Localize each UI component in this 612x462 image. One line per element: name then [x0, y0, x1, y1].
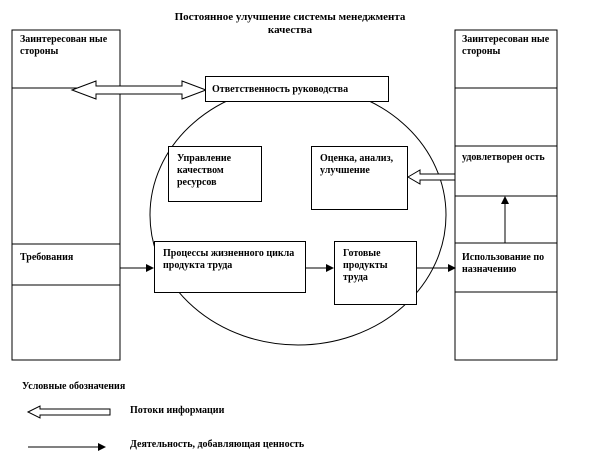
requirements-label: Требования	[20, 252, 74, 263]
improvement-circle	[149, 84, 447, 346]
diagram-title-line2: качества	[267, 24, 313, 36]
info-flow-arrow-satisfaction	[407, 169, 456, 185]
left-stakeholders-column	[11, 29, 121, 361]
processes-box: Процессы жизненного цикла продукта труда	[154, 241, 306, 293]
legend-info-flows-label: Потоки информации	[130, 405, 225, 416]
products-box: Готовые продукты труда	[334, 241, 417, 305]
diagram-title-line1: Постоянное улучшение системы менеджмента	[174, 11, 406, 23]
evaluation-box: Оценка, анализ, улучшение	[311, 146, 408, 210]
right-stakeholders-label: Заинтересован ные стороны	[462, 34, 550, 57]
info-flow-double-arrow	[70, 80, 208, 100]
management-responsibility-box: Ответственность руководства	[205, 76, 389, 102]
diagram-title: Постоянное улучшение системы менеджмента…	[140, 11, 440, 37]
legend-value-activity-label: Деятельность, добавляющая ценность	[130, 439, 305, 450]
satisfaction-label: удовлетворен ость	[462, 152, 545, 163]
right-stakeholders-column	[454, 29, 558, 361]
resource-management-box: Управление качеством ресурсов	[168, 146, 262, 202]
use-label: Использование по назначению	[462, 252, 545, 275]
left-stakeholders-label: Заинтересован ные стороны	[20, 34, 108, 57]
legend-info-arrow-icon	[26, 405, 111, 419]
legend-heading: Условные обозначения	[22, 381, 126, 392]
